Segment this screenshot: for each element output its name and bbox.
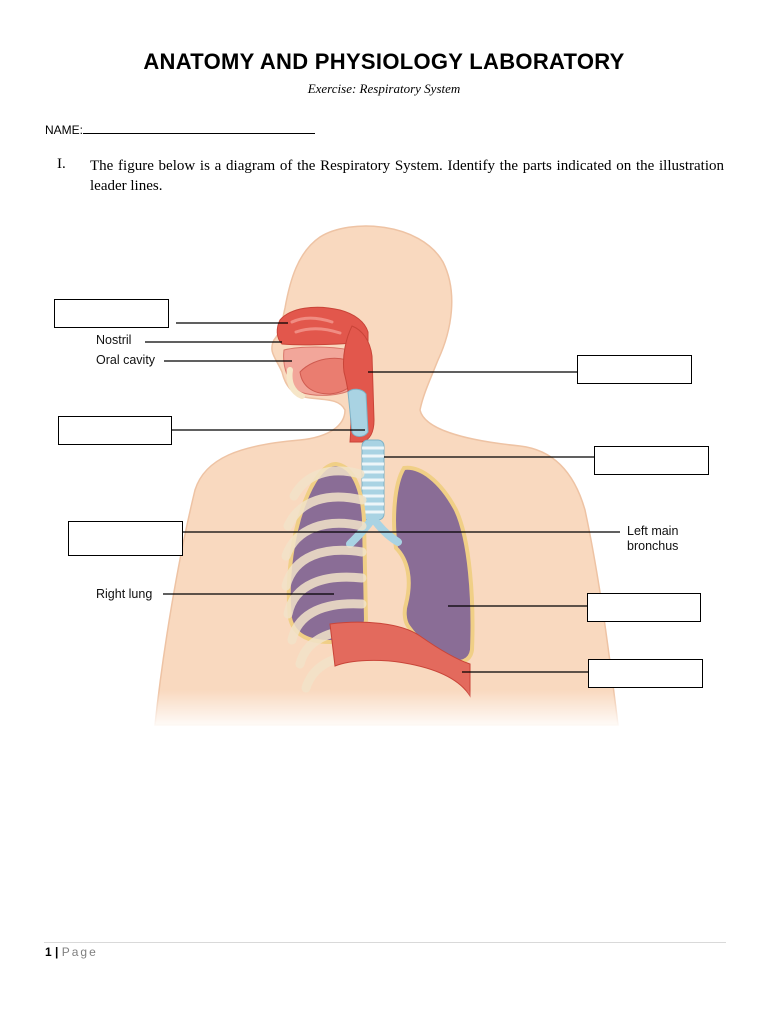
answer-box-trachea[interactable] (594, 446, 709, 475)
answer-box-diaphragm[interactable] (588, 659, 703, 688)
exercise-subtitle: Exercise: Respiratory System (307, 81, 461, 96)
jaw-bone (286, 367, 305, 399)
page-word: Page (61, 945, 98, 959)
footer-separator: | (55, 945, 59, 959)
answer-box-right-main-bronchus[interactable] (68, 521, 183, 556)
label-oral-cavity: Oral cavity (96, 353, 156, 367)
larynx (347, 388, 369, 437)
question-text: The figure below is a diagram of the Res… (90, 158, 724, 194)
answer-box-left-lung[interactable] (587, 593, 701, 622)
label-left-main-line2: bronchus (627, 539, 679, 553)
answer-box-pharynx[interactable] (577, 355, 692, 384)
nasal-conchae (290, 316, 342, 335)
question-number: I. (57, 156, 66, 172)
name-blank-line[interactable] (83, 121, 316, 134)
name-label: NAME: (45, 123, 84, 137)
label-right-lung: Right lung (96, 587, 153, 601)
page-number: 1 (45, 945, 52, 959)
name-field: NAME: (45, 121, 316, 137)
label-left-main-bronchus: Left main bronchus (627, 524, 678, 554)
answer-box-nasal-cavity[interactable] (54, 299, 169, 328)
answer-box-larynx[interactable] (58, 416, 172, 445)
page-title: ANATOMY AND PHYSIOLOGY LABORATORY (143, 49, 625, 74)
leader-lines (145, 322, 620, 673)
page-footer: 1 | Page (45, 945, 98, 959)
body-silhouette (154, 225, 619, 726)
label-nostril: Nostril (96, 333, 132, 347)
label-left-main-line1: Left main (627, 524, 679, 538)
footer-rule (44, 942, 726, 943)
trachea (361, 439, 385, 521)
